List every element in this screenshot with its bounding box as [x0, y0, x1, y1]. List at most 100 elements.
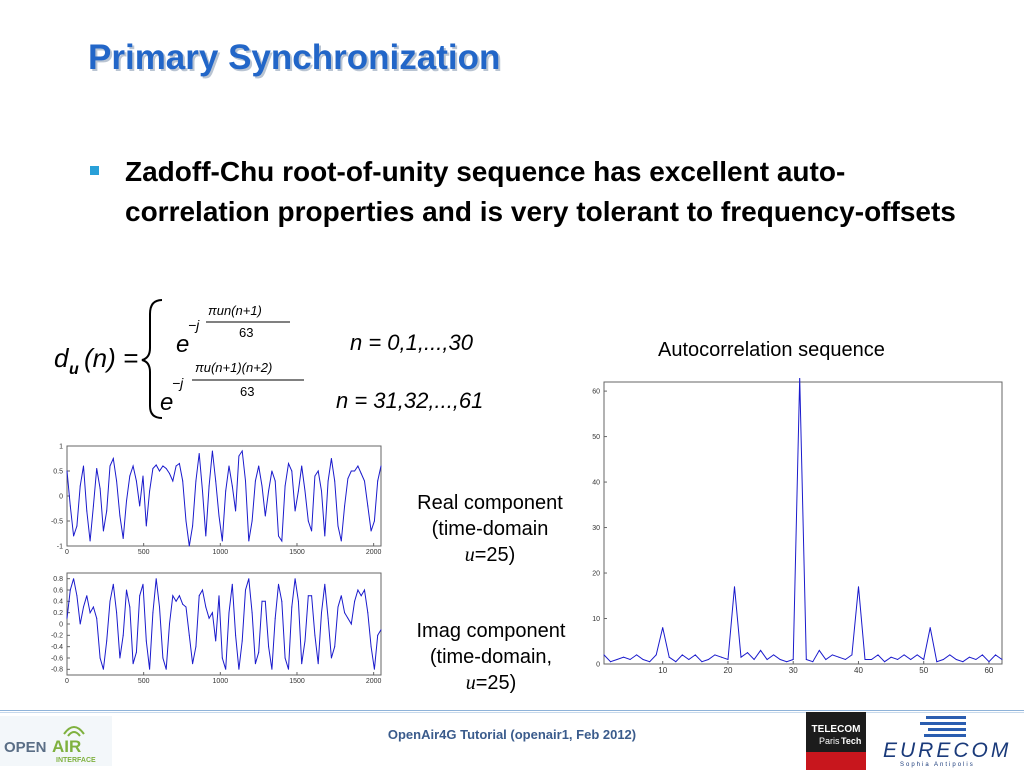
- data-point: [208, 617, 210, 619]
- data-point: [205, 535, 207, 537]
- data-point: [99, 488, 101, 489]
- data-point: [347, 478, 349, 479]
- data-point: [995, 654, 996, 656]
- data-point: [86, 510, 88, 512]
- data-point: [812, 661, 814, 663]
- data-point: [603, 654, 605, 656]
- data-point: [288, 463, 289, 464]
- data-point: [211, 612, 213, 614]
- y-tick-label: 30: [592, 525, 600, 532]
- data-point: [988, 661, 990, 663]
- autocorr-caption: Autocorrelation sequence: [658, 339, 885, 361]
- data-point: [159, 606, 160, 608]
- data-point: [109, 465, 111, 467]
- data-point: [258, 651, 260, 653]
- data-point: [373, 520, 375, 522]
- data-point: [864, 659, 866, 660]
- data-point: [340, 540, 342, 542]
- data-point: [112, 458, 114, 459]
- data-point: [228, 465, 230, 467]
- data-point: [370, 530, 372, 532]
- case2-base: e: [160, 389, 173, 416]
- data-point: [159, 470, 160, 472]
- real-caption-var: u: [464, 544, 475, 566]
- y-tick-label: 50: [592, 434, 600, 441]
- case1-sign: −j: [188, 317, 200, 333]
- openair-logo-bg: [0, 716, 112, 766]
- data-point: [340, 595, 342, 597]
- case2-exp-num: πu(n+1)(n+2): [195, 360, 272, 375]
- data-point: [264, 600, 266, 602]
- data-point: [288, 668, 289, 670]
- data-point: [377, 634, 379, 636]
- data-point: [354, 470, 356, 472]
- data-point: [760, 649, 762, 651]
- data-point: [360, 595, 362, 597]
- imag-caption-line2: (time-domain,: [429, 646, 553, 668]
- data-point: [122, 634, 124, 636]
- data-point: [357, 589, 359, 591]
- data-point: [968, 656, 970, 658]
- telecom-logo-paris: Paris: [819, 736, 840, 746]
- data-point: [195, 646, 197, 648]
- data-point: [364, 589, 365, 591]
- data-point: [112, 583, 114, 585]
- data-point: [337, 606, 339, 608]
- data-point: [350, 623, 352, 625]
- bullet-square-icon: [90, 166, 99, 175]
- data-point: [218, 515, 220, 517]
- data-point: [367, 505, 369, 507]
- data-point: [76, 525, 78, 527]
- openair-logo-air: AIR: [52, 737, 81, 756]
- telecom-logo-band: [806, 752, 866, 770]
- data-point: [330, 458, 332, 459]
- y-tick-label: 0.4: [53, 599, 63, 606]
- case1-exp-den: 63: [239, 325, 253, 340]
- y-tick-label: 0.8: [53, 576, 63, 583]
- data-point: [102, 530, 104, 532]
- data-point: [278, 535, 279, 537]
- data-point: [102, 668, 104, 670]
- telecom-logo-top: TELECOM: [812, 724, 861, 735]
- data-point: [169, 623, 170, 625]
- data-point: [975, 659, 977, 660]
- data-point: [284, 657, 286, 659]
- data-point: [149, 668, 151, 670]
- data-point: [188, 545, 190, 547]
- data-point: [92, 505, 94, 507]
- data-point: [321, 490, 322, 492]
- data-point: [66, 617, 68, 619]
- data-point: [955, 659, 957, 660]
- data-point: [126, 500, 127, 502]
- data-point: [844, 659, 846, 660]
- data-point: [126, 589, 127, 591]
- x-tick-label: 0: [65, 549, 69, 556]
- data-point: [281, 600, 283, 602]
- data-point: [218, 595, 220, 597]
- data-point: [175, 465, 177, 467]
- data-point: [354, 600, 356, 602]
- formula-lhs-arg: (n) =: [84, 343, 138, 373]
- data-point: [208, 485, 210, 487]
- data-point: [69, 505, 71, 507]
- data-point: [720, 656, 722, 658]
- data-point: [268, 490, 270, 492]
- data-point: [949, 654, 951, 656]
- data-point: [714, 654, 716, 656]
- data-point: [185, 606, 187, 608]
- data-point: [109, 600, 111, 602]
- data-point: [251, 612, 253, 614]
- data-point: [916, 654, 918, 656]
- x-tick-label: 1000: [213, 678, 229, 685]
- x-tick-label: 1500: [289, 678, 305, 685]
- data-point: [297, 600, 299, 602]
- data-point: [221, 657, 223, 659]
- data-point: [367, 612, 369, 614]
- data-point: [198, 595, 200, 597]
- data-point: [73, 578, 75, 580]
- data-point: [903, 654, 905, 656]
- case1-condition: n = 0,1,...,30: [350, 330, 474, 355]
- y-tick-label: 0: [59, 493, 63, 500]
- data-point: [99, 657, 101, 659]
- x-tick-label: 60: [984, 666, 993, 675]
